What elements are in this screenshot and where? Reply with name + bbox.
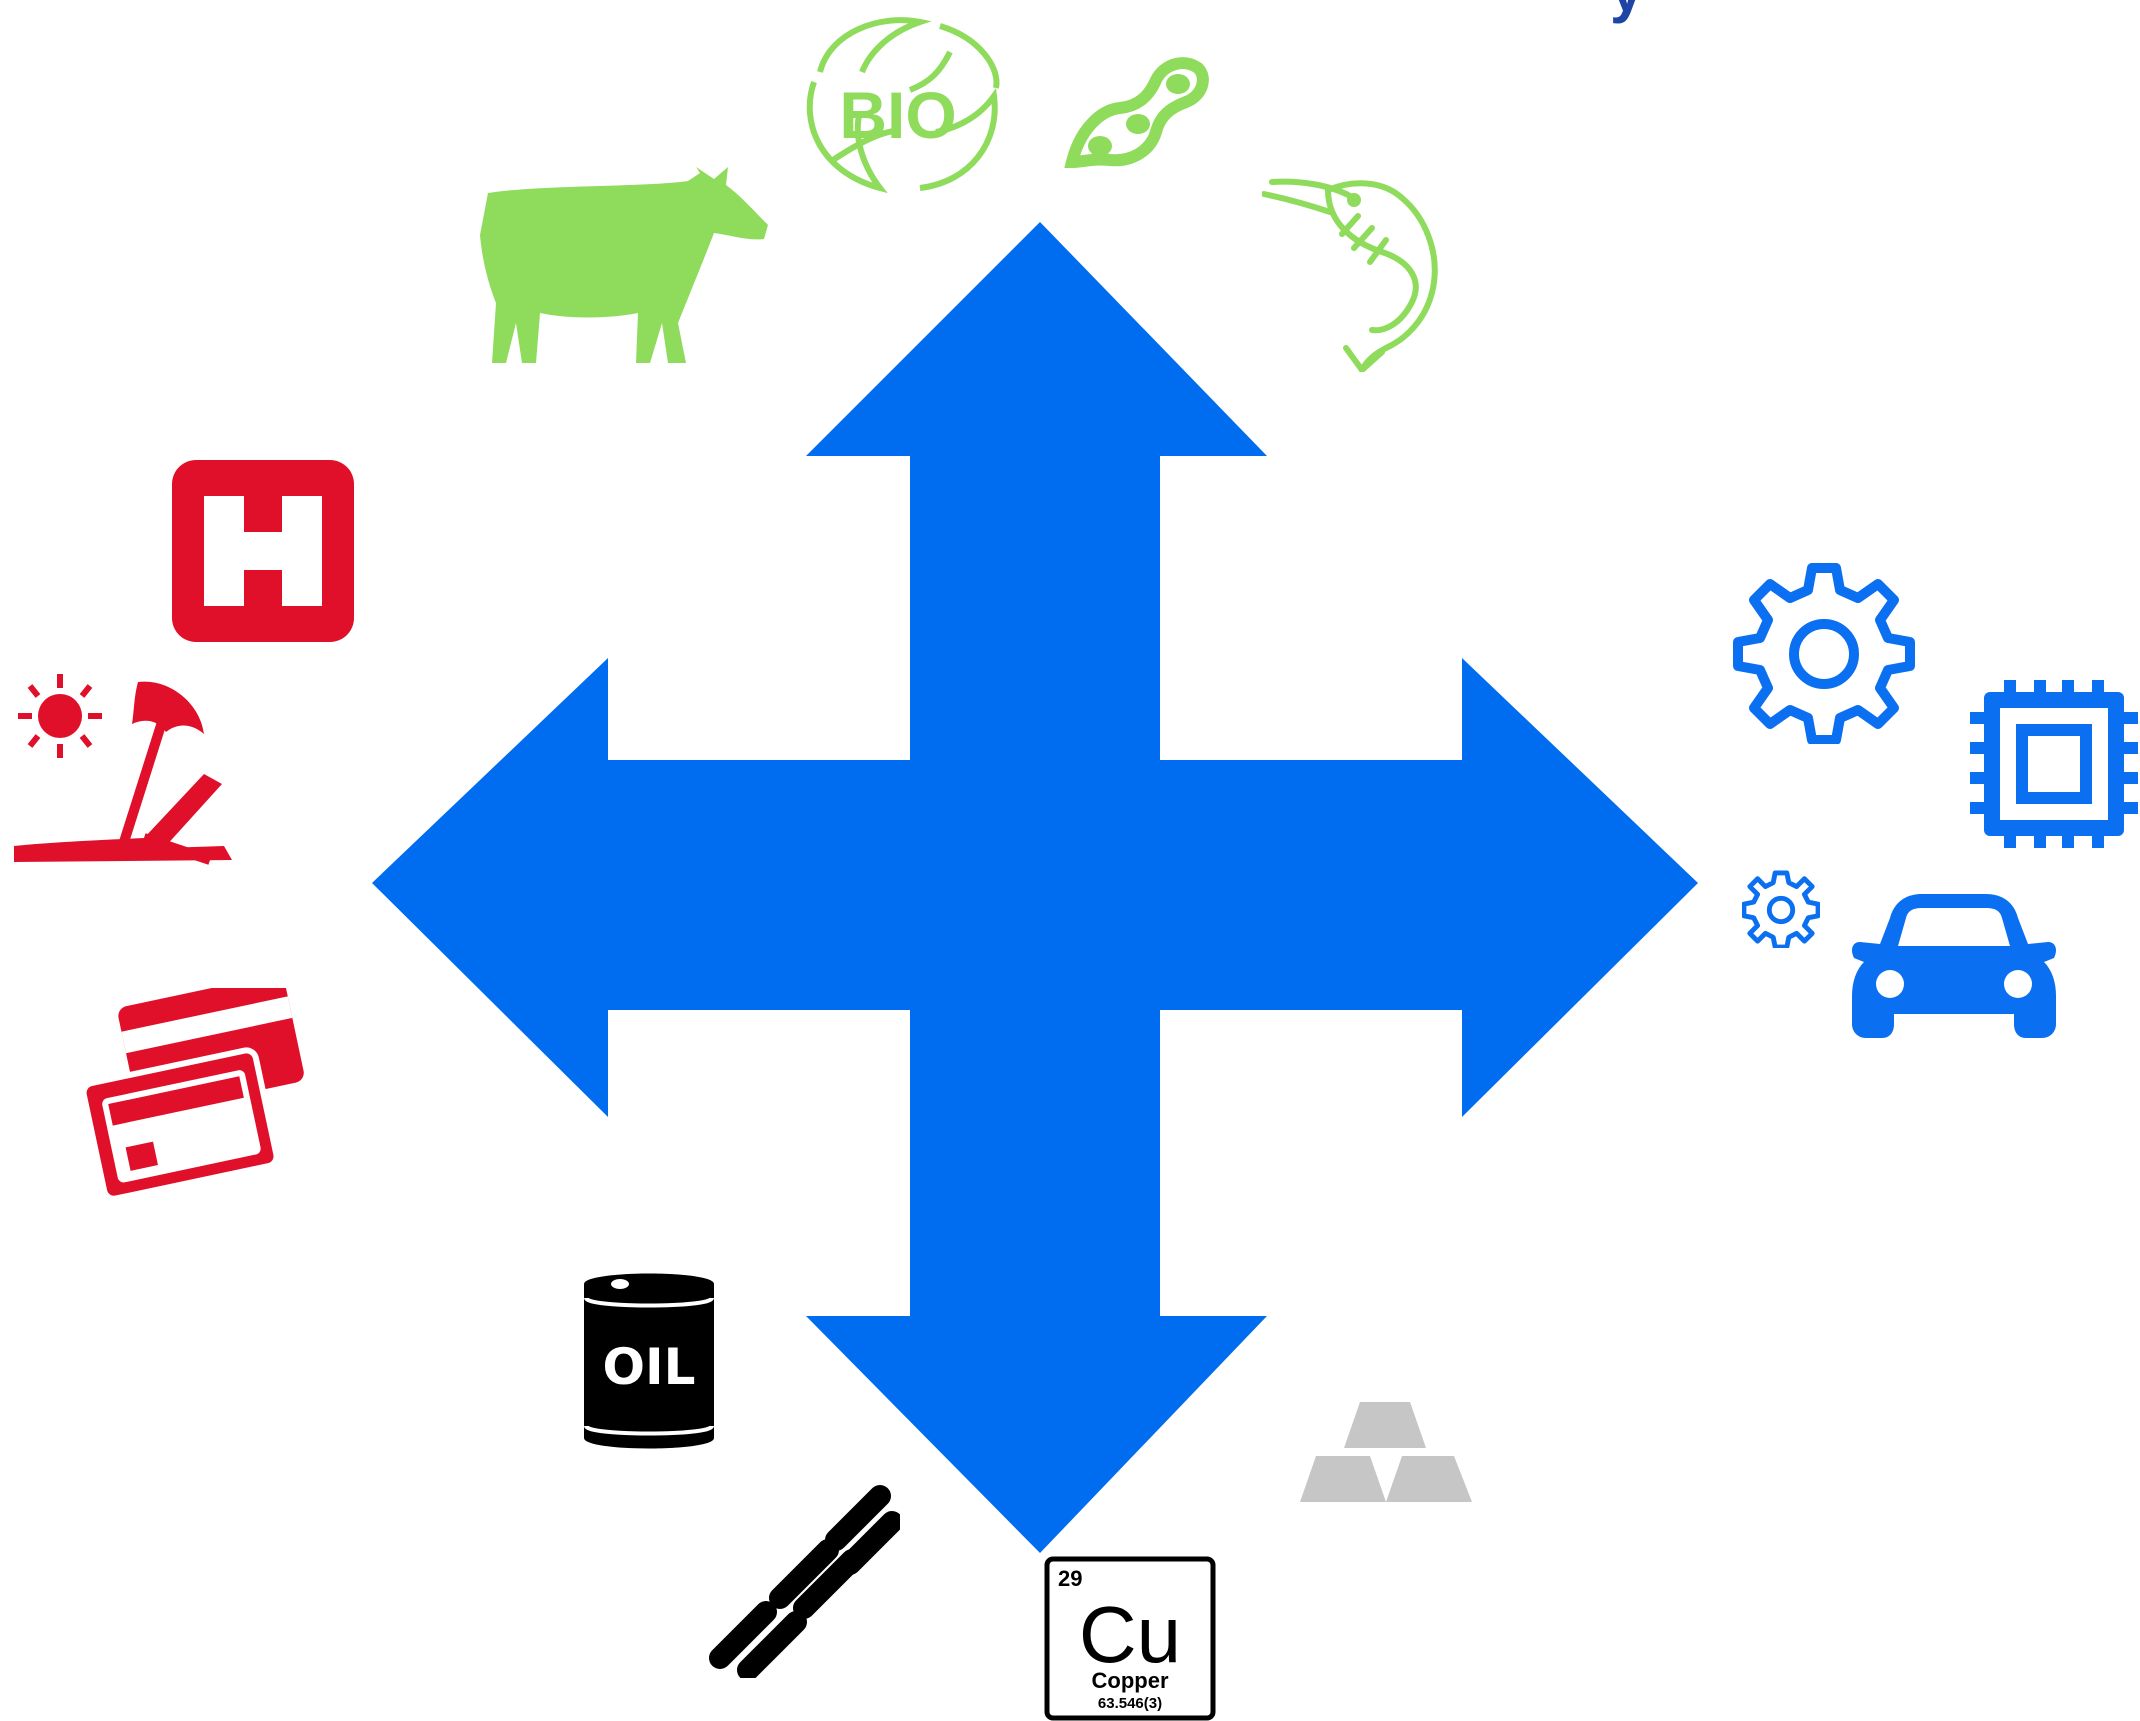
oil-label: OIL [603,1338,696,1396]
bio-leaves-icon: BIO [806,17,1000,194]
beach-chair-umbrella-icon [14,674,232,865]
cu-mass: 63.546(3) [1098,1695,1162,1712]
cu-number: 29 [1058,1566,1082,1591]
small-gear-icon [1742,870,1820,948]
gold-bars-icon [1300,1402,1472,1502]
car-icon [1852,894,2056,1038]
hospital-icon [172,460,354,642]
microchip-icon [1970,680,2138,848]
cu-name: Copper [1092,1668,1169,1693]
bio-label: BIO [839,78,956,152]
credit-cards-icon [80,988,304,1200]
cow-icon [480,167,768,363]
copper-element-icon: 29 Cu Copper 63.546(3) [1044,1556,1216,1721]
gear-icon [1733,563,1915,744]
cu-symbol: Cu [1079,1590,1181,1679]
title-fragment: y [1610,0,1643,25]
four-way-arrow-shape [372,222,1698,1553]
oil-barrel-icon: OIL [584,1273,714,1449]
soybean-pod-icon [1064,57,1209,169]
shrimp-icon [1262,178,1438,372]
chain-icon [709,1485,900,1678]
